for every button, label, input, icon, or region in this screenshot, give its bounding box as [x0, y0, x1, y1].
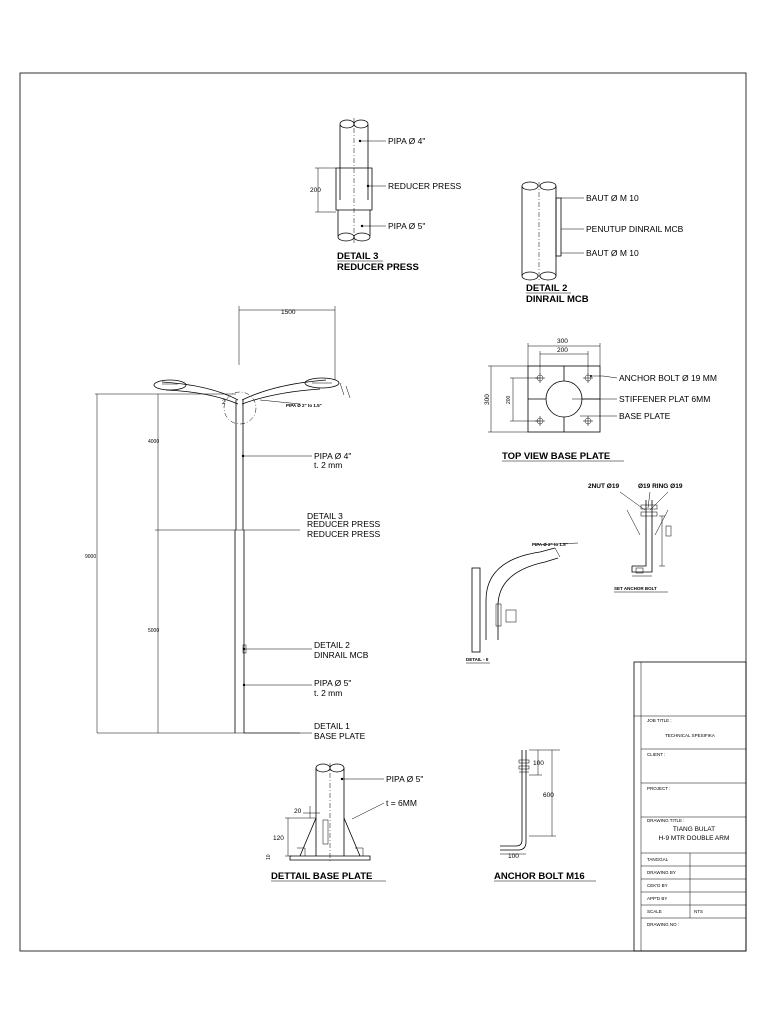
tb-row-label: APP'D BY	[647, 896, 667, 901]
anchor-bolt-m16: 100 600 100 ANCHOR BOLT M16	[494, 749, 596, 882]
dbp-dim-10: 10	[266, 854, 272, 860]
d3-pipe-lower-label: PIPA Ø 5"	[388, 221, 425, 231]
tv-title: TOP VIEW BASE PLATE	[502, 451, 610, 462]
pole-pipe5-thk: t. 2 mm	[314, 688, 342, 698]
detail-callout-2: 2	[222, 399, 226, 406]
tb-row-label: DRAWING NO :	[647, 922, 679, 927]
tv-anchor-label: ANCHOR BOLT Ø 19 MM	[619, 373, 717, 383]
ab-dim-600: 600	[543, 792, 554, 799]
tb-row-label: CEK'D BY	[647, 883, 668, 888]
d3-dim-200: 200	[310, 187, 321, 194]
set-anchor-nut-label: 2NUT Ø19	[588, 483, 619, 490]
d3-title-1: DETAIL 3	[337, 251, 378, 262]
detail-3-reducer: 200 PIPA Ø 4" REDUCER PRESS PIPA Ø 5" DE…	[310, 118, 462, 273]
pole-d3-a: DETAIL 3	[307, 511, 343, 521]
dbp-pipe-label: PIPA Ø 5"	[386, 774, 423, 784]
ab-dim-100-top: 100	[533, 760, 544, 767]
tb-row-value: NTS	[694, 909, 703, 914]
top-view-base-plate: 300 200 300 200 ANCHOR BOLT Ø 19 MM STIF…	[484, 338, 717, 462]
arm-dim-1500: 1500	[281, 309, 296, 316]
dbp-dim-20: 20	[294, 808, 302, 815]
tb-drawing-title-label: DRAWING TITLE :	[647, 818, 685, 823]
tb-job-title-value: TECHNICAL SPESIFIKA	[665, 733, 715, 738]
pole-d3-b: REDUCER PRESS	[307, 519, 381, 529]
detail-2-dinrail: BAUT Ø M 10 PENUTUP DINRAIL MCB BAUT Ø M…	[521, 181, 684, 305]
detail-base-plate: PIPA Ø 5" t = 6MM 20 120 10 DETTAIL BASE…	[266, 763, 423, 882]
pole-h-lower: 5000	[148, 628, 159, 634]
tb-row-label: SCALE	[647, 909, 662, 914]
dbp-dim-120: 120	[273, 835, 284, 842]
d2-cover-label: PENUTUP DINRAIL MCB	[586, 224, 684, 234]
tb-row-label: TANGGAL	[647, 857, 669, 862]
pole-d2-a: DETAIL 2	[314, 640, 350, 650]
tb-row-label: DRAWING BY	[647, 870, 676, 875]
pole-d1-b: BASE PLATE	[314, 731, 366, 741]
tb-drawing-title-2: H-9 MTR DOUBLE ARM	[659, 835, 730, 842]
d2-title-1: DETAIL 2	[526, 283, 567, 294]
title-block: JOB TITLE : TECHNICAL SPESIFIKA CLIENT :…	[633, 661, 747, 952]
tv-dim-side-outer: 300	[484, 394, 491, 405]
tb-drawing-title-1: TIANG BULAT	[673, 826, 715, 833]
ab-dim-100-bot: 100	[508, 853, 519, 860]
tb-job-title-label: JOB TITLE :	[647, 718, 672, 723]
ab-title: ANCHOR BOLT M16	[494, 871, 585, 882]
dbp-t-label: t = 6MM	[386, 798, 417, 808]
tb-project-label: PROJECT :	[647, 786, 670, 791]
pole-pipe5-label: PIPA Ø 5"	[314, 678, 351, 688]
tv-base-label: BASE PLATE	[619, 411, 671, 421]
tv-stiffener-label: STIFFENER PLAT 6MM	[619, 394, 710, 404]
d2-bolt-2-label: BAUT Ø M 10	[586, 248, 639, 258]
set-anchor-ring-label: Ø19 RING Ø19	[638, 483, 683, 490]
sheet-border	[19, 72, 747, 952]
tv-dim-side-inner: 200	[506, 395, 512, 404]
pole-d1-a: DETAIL 1	[314, 721, 350, 731]
pole-elevation: 1500 2 PIPA Ø 2" to 1.5" 9000 4000 5000	[85, 306, 381, 741]
tb-client-label: CLIENT :	[647, 752, 665, 757]
svg-text:SET ANCHOR BOLT: SET ANCHOR BOLT	[614, 586, 657, 591]
svg-text:PIPA Ø 2" to 1.5": PIPA Ø 2" to 1.5"	[532, 542, 568, 547]
tv-dim-inner: 200	[557, 347, 568, 354]
pole-h-upper: 4000	[148, 439, 159, 445]
d3-pipe-upper-label: PIPA Ø 4"	[388, 136, 425, 146]
dbp-title: DETTAIL BASE PLATE	[271, 871, 372, 882]
d2-title-2: DINRAIL MCB	[526, 294, 589, 305]
d3-reducer-label: REDUCER PRESS	[388, 181, 462, 191]
pole-d3-c: REDUCER PRESS	[307, 529, 381, 539]
d2-bolt-1-label: BAUT Ø M 10	[586, 193, 639, 203]
pole-h-total: 9000	[85, 554, 96, 560]
pole-pipe4-label: PIPA Ø 4"	[314, 451, 351, 461]
d3-title-2: REDUCER PRESS	[337, 262, 419, 273]
svg-text:PIPA Ø 2" to 1.5": PIPA Ø 2" to 1.5"	[286, 403, 322, 408]
detail-arm-bend: PIPA Ø 2" to 1.5" DETAIL - II	[466, 542, 579, 664]
pole-pipe4-thk: t. 2 mm	[314, 460, 342, 470]
svg-text:DETAIL - II: DETAIL - II	[466, 657, 488, 662]
pole-d2-b: DINRAIL MCB	[314, 650, 369, 660]
tv-dim-outer: 300	[557, 338, 568, 345]
set-anchor-bolt-sketch: 2NUT Ø19 Ø19 RING Ø19 SET ANCHOR BOLT	[588, 483, 683, 593]
